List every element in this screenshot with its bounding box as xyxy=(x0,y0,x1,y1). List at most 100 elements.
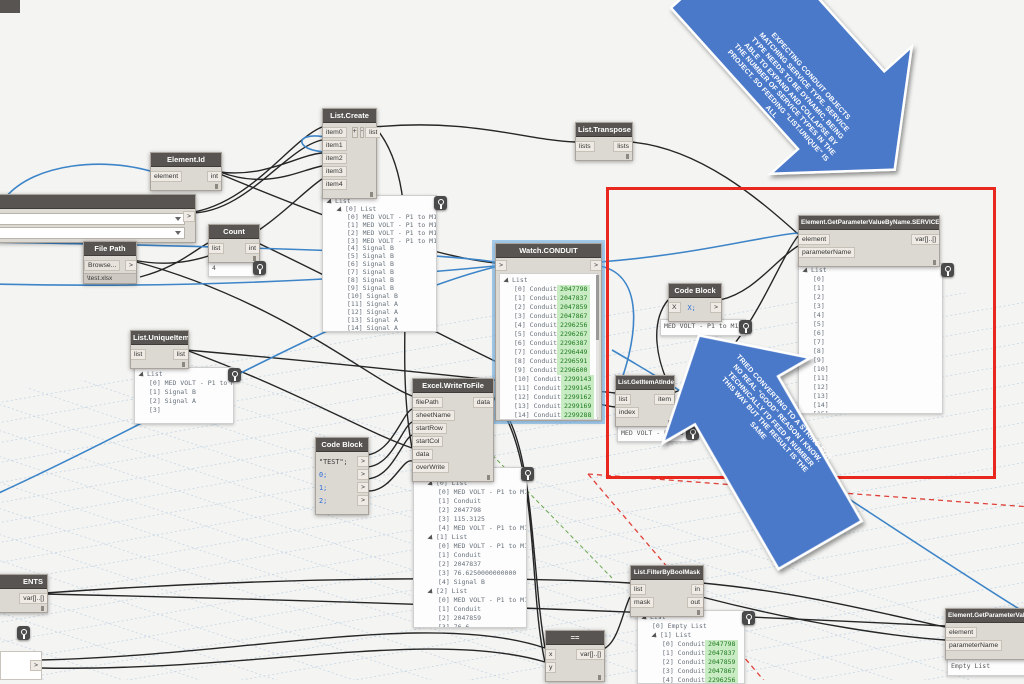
pin-icon[interactable] xyxy=(521,467,534,481)
blue-arrow-down-right[interactable] xyxy=(643,0,965,233)
preview-excel-data: List[0] List[0] MED VOLT - P1 to M1[1] C… xyxy=(413,467,527,628)
code-line[interactable]: 1; xyxy=(319,483,328,492)
lacing-indicator xyxy=(215,184,218,189)
node-list-unique-items[interactable]: List.UniqueItems list list xyxy=(130,330,189,369)
port-output[interactable]: > xyxy=(30,660,41,671)
code-line[interactable]: 2; xyxy=(319,496,328,505)
lacing-indicator xyxy=(487,475,490,480)
port-list-input[interactable]: list xyxy=(631,584,647,595)
port-var-output[interactable]: var[]..[] xyxy=(911,234,939,245)
node-title: Code Block xyxy=(316,438,368,452)
pin-icon[interactable] xyxy=(253,261,266,275)
node-count[interactable]: Count list int xyxy=(208,224,260,263)
preview-list-unique: List[0] MED VOLT - P1 to M1[1] Signal B[… xyxy=(134,367,234,424)
node-title: ENTS xyxy=(0,575,47,589)
port-data-output[interactable]: data xyxy=(472,397,493,408)
watch-scrollbar[interactable] xyxy=(596,275,599,417)
port-element-input[interactable]: element xyxy=(946,627,978,638)
port-item2-input[interactable]: item2 xyxy=(323,153,347,164)
port-startcol-input[interactable]: startCol xyxy=(413,436,444,447)
port-mask-input[interactable]: mask xyxy=(631,597,655,608)
port-element-input[interactable]: element xyxy=(799,234,831,245)
port-y-input[interactable]: y xyxy=(546,662,557,673)
lacing-indicator xyxy=(933,260,936,265)
port-int-output[interactable]: int xyxy=(244,243,259,254)
lacing-indicator xyxy=(697,610,700,615)
chevron-down-icon xyxy=(175,217,181,221)
node-elements-clipped[interactable]: ENTS var[]..[] xyxy=(0,574,48,613)
port-dropdown-output[interactable]: > xyxy=(183,211,195,222)
port-item3-input[interactable]: item3 xyxy=(323,166,347,177)
file-path-value: \test.xlsx xyxy=(84,273,136,283)
pin-icon[interactable] xyxy=(228,368,241,382)
port-item1-input[interactable]: item1 xyxy=(323,140,347,151)
port-list-input[interactable]: list xyxy=(131,349,147,360)
port-code-output-2[interactable]: > xyxy=(357,469,368,480)
port-code-output-1[interactable]: > xyxy=(357,456,368,467)
node-list-transpose[interactable]: List.Transpose lists lists xyxy=(575,122,633,161)
node-title: Count xyxy=(209,225,259,239)
pin-icon[interactable] xyxy=(17,626,30,640)
preview-list-create: List[0] List[0] MED VOLT - P1 to M1[1] M… xyxy=(322,195,437,332)
node-get-parameter-value-bottom[interactable]: Element.GetParameterValue element parame… xyxy=(945,608,1024,660)
port-var-output[interactable]: var[]..[] xyxy=(576,649,604,660)
node-get-parameter-service-type[interactable]: Element.GetParameterValueByName.SERVICE … xyxy=(798,215,940,267)
port-in-output[interactable]: in xyxy=(690,584,703,595)
port-list-input[interactable]: list xyxy=(209,243,225,254)
node-category-dropdown[interactable]: > xyxy=(0,194,196,243)
code-line[interactable]: "TEST"; xyxy=(319,457,348,466)
port-watch-output[interactable]: > xyxy=(590,260,601,271)
port-startrow-input[interactable]: startRow xyxy=(413,423,447,434)
port-item4-input[interactable]: item4 xyxy=(323,179,347,190)
preview-gpv-bottom: Empty List xyxy=(947,659,1024,676)
port-path-output[interactable]: > xyxy=(125,260,136,271)
node-equals[interactable]: == x var[]..[] y xyxy=(545,630,605,682)
clipped-preview-box: > xyxy=(0,651,42,680)
port-x-input[interactable]: x xyxy=(546,649,557,660)
dropdown-select-2[interactable] xyxy=(0,227,185,239)
browse-button[interactable]: Browse... xyxy=(84,260,121,271)
node-list-create[interactable]: List.Create item0 + - list item1 item2 i… xyxy=(322,108,381,199)
code-line[interactable]: 0; xyxy=(319,470,328,479)
port-sheetname-input[interactable]: sheetName xyxy=(413,410,455,421)
port-code-output-3[interactable]: > xyxy=(357,482,368,493)
node-title: List.UniqueItems xyxy=(131,331,188,345)
node-code-block-test[interactable]: Code Block "TEST"; > 0; > 1; > 2; > xyxy=(315,437,369,515)
port-list-output[interactable]: list xyxy=(365,127,381,138)
port-var-output[interactable]: var[]..[] xyxy=(19,593,47,604)
remove-input-button[interactable]: - xyxy=(359,127,365,138)
node-title: Element.Id xyxy=(151,153,221,167)
port-data-input[interactable]: data xyxy=(413,449,434,460)
port-parametername-input[interactable]: parameterName xyxy=(799,247,856,258)
node-list-filter-by-bool-mask[interactable]: List.FilterByBoolMask list in mask out xyxy=(630,565,704,617)
lacing-indicator xyxy=(626,154,629,159)
port-parametername-input[interactable]: parameterName xyxy=(946,640,1003,651)
port-watch-input[interactable]: > xyxy=(496,260,507,271)
chevron-down-icon xyxy=(175,231,181,235)
port-lists-input[interactable]: lists xyxy=(576,141,595,152)
port-lists-output[interactable]: lists xyxy=(613,141,632,152)
pin-icon[interactable] xyxy=(434,196,447,210)
port-item0-input[interactable]: item0 xyxy=(323,127,347,138)
pin-icon[interactable] xyxy=(742,611,755,625)
port-element-input[interactable]: element xyxy=(151,171,183,182)
node-title: Watch.CONDUIT xyxy=(496,244,601,258)
port-list-output[interactable]: list xyxy=(172,349,188,360)
node-excel-write-to-file[interactable]: Excel.WriteToFile filePath data sheetNam… xyxy=(412,378,494,482)
port-filepath-input[interactable]: filePath xyxy=(413,397,443,408)
add-input-button[interactable]: + xyxy=(351,127,358,138)
port-code-output-4[interactable]: > xyxy=(357,495,368,506)
node-title: Excel.WriteToFile xyxy=(413,379,493,393)
node-title: List.Create xyxy=(323,109,376,123)
node-file-path[interactable]: File Path Browse... > \test.xlsx xyxy=(83,241,137,284)
pin-icon[interactable] xyxy=(941,263,954,277)
node-element-id[interactable]: Element.Id element int xyxy=(150,152,222,191)
node-title xyxy=(0,195,195,209)
dropdown-select-1[interactable] xyxy=(0,213,185,225)
port-overwrite-input[interactable]: overWrite xyxy=(413,462,449,473)
port-int-output[interactable]: int xyxy=(206,171,221,182)
port-out-output[interactable]: out xyxy=(686,597,703,608)
